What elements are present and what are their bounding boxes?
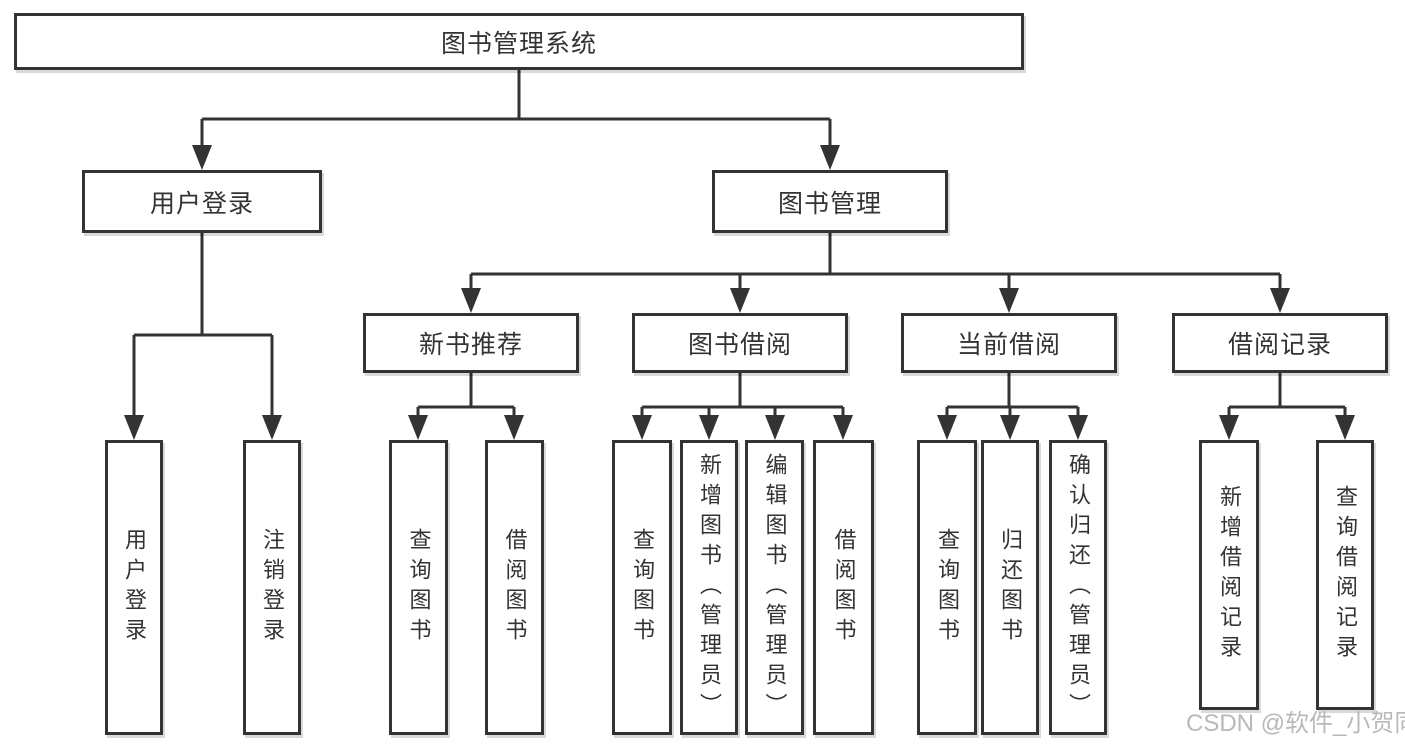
leaf-confirm-return-admin: 确认归还（管理员） (1049, 440, 1107, 735)
leaf-label: 查询借阅记录 (1333, 485, 1358, 665)
node-book-management: 图书管理 (712, 170, 948, 233)
connector-borrow-records-children (1219, 373, 1355, 440)
leaf-query-books-recommend: 查询图书 (389, 440, 448, 735)
connector-new-book-recommend-children (408, 373, 524, 440)
node-current-borrow: 当前借阅 (901, 313, 1117, 373)
node-new-book-recommend: 新书推荐 (363, 313, 579, 373)
connector-book-management-children (461, 233, 1290, 313)
leaf-add-book-admin: 新增图书（管理员） (680, 440, 738, 735)
leaf-borrow-books: 借阅图书 (813, 440, 874, 735)
leaf-query-books-borrow: 查询图书 (612, 440, 672, 735)
leaf-logout: 注销登录 (243, 440, 301, 735)
leaf-user-login: 用户登录 (105, 440, 163, 735)
leaf-label: 确认归还（管理员） (1066, 452, 1091, 723)
leaf-label: 查询图书 (630, 527, 655, 648)
leaf-label: 归还图书 (998, 527, 1023, 648)
leaf-label: 借阅图书 (502, 527, 528, 648)
node-user-login: 用户登录 (82, 170, 322, 233)
leaf-add-borrow-record: 新增借阅记录 (1199, 440, 1259, 710)
node-book-borrow: 图书借阅 (632, 313, 848, 373)
leaf-query-books-current: 查询图书 (917, 440, 977, 735)
connector-current-borrow-children (937, 373, 1088, 440)
node-borrow-records: 借阅记录 (1172, 313, 1388, 373)
leaf-label: 新增图书（管理员） (697, 452, 722, 723)
leaf-query-borrow-record: 查询借阅记录 (1316, 440, 1374, 710)
leaf-label: 查询图书 (406, 527, 432, 648)
connector-root-to-level2 (192, 70, 840, 170)
leaf-label: 用户登录 (122, 527, 147, 648)
node-library-management-system: 图书管理系统 (14, 13, 1024, 70)
leaf-label: 新增借阅记录 (1217, 485, 1242, 665)
leaf-label: 注销登录 (260, 527, 285, 648)
leaf-label: 查询图书 (935, 527, 960, 648)
leaf-label: 编辑图书（管理员） (762, 452, 788, 723)
leaf-label: 借阅图书 (831, 527, 857, 648)
connector-user-login-children (124, 233, 282, 440)
leaf-return-books: 归还图书 (981, 440, 1039, 735)
connector-book-borrow-children (632, 373, 853, 440)
leaf-borrow-books-recommend: 借阅图书 (485, 440, 544, 735)
leaf-edit-book-admin: 编辑图书（管理员） (745, 440, 804, 735)
